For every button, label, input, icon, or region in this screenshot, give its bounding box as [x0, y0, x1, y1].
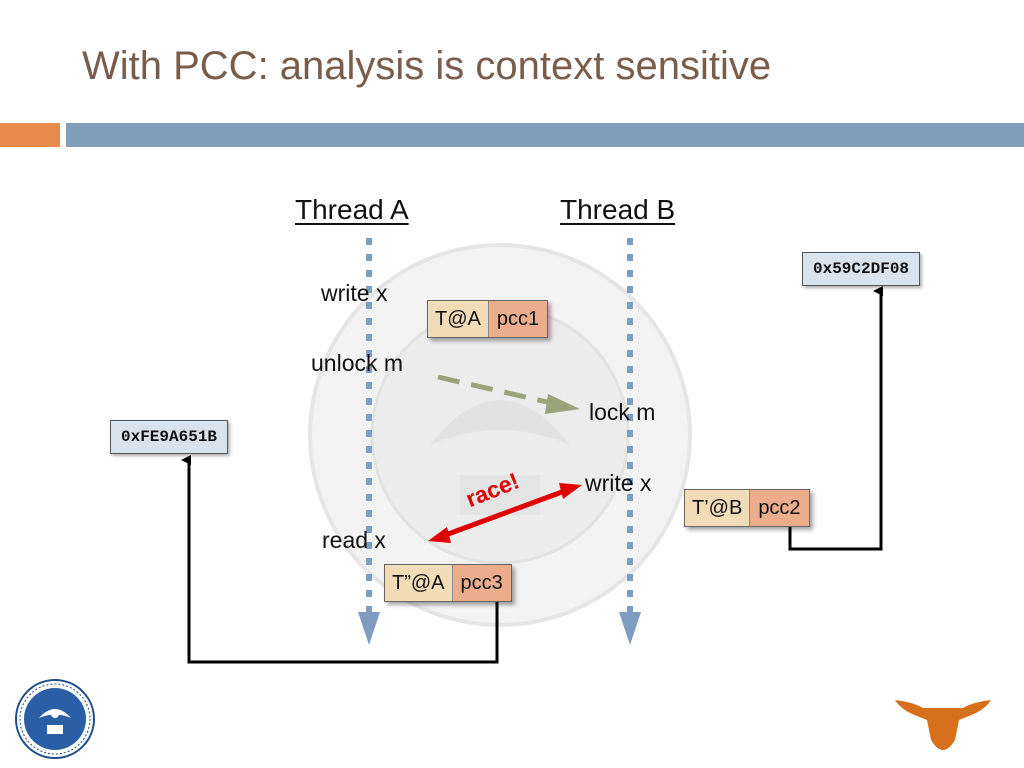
- tag-pcc: pcc2: [750, 490, 809, 526]
- tag-thread: T”@A: [385, 565, 453, 601]
- tufts-seal-icon: [15, 679, 95, 759]
- thread-b-label: Thread B: [560, 194, 676, 225]
- thread-a-label: Thread A: [295, 194, 409, 225]
- left-connector: [181, 455, 499, 664]
- op-a-write: write x: [321, 280, 388, 306]
- right-connector: [788, 286, 883, 551]
- race-arrow: [439, 486, 571, 540]
- op-b-write: write x: [585, 470, 652, 496]
- address-left: 0xFE9A651B: [110, 420, 229, 454]
- longhorn-icon: [895, 700, 991, 750]
- sync-arrow: [437, 374, 557, 407]
- accent-bar-blue: [66, 123, 1024, 147]
- op-a-read: read x: [322, 527, 386, 553]
- tag-pcc: pcc1: [488, 301, 548, 337]
- context-tag-3: T”@A pcc3: [384, 564, 512, 602]
- context-tag-1: T@A pcc1: [427, 300, 549, 338]
- thread-a-arrowhead: [358, 612, 380, 645]
- tag-thread: T@A: [428, 301, 489, 337]
- op-a-unlock: unlock m: [311, 350, 404, 376]
- address-right: 0x59C2DF08: [802, 252, 921, 286]
- context-tag-2: T’@B pcc2: [684, 489, 810, 527]
- accent-bar-orange: [0, 123, 60, 147]
- thread-b-arrowhead: [619, 612, 641, 645]
- seal-watermark-icon: [308, 243, 692, 627]
- op-b-lock: lock m: [589, 399, 656, 425]
- tag-thread: T’@B: [685, 490, 751, 526]
- slide-title: With PCC: analysis is context sensitive: [82, 44, 772, 88]
- tag-pcc: pcc3: [452, 565, 511, 601]
